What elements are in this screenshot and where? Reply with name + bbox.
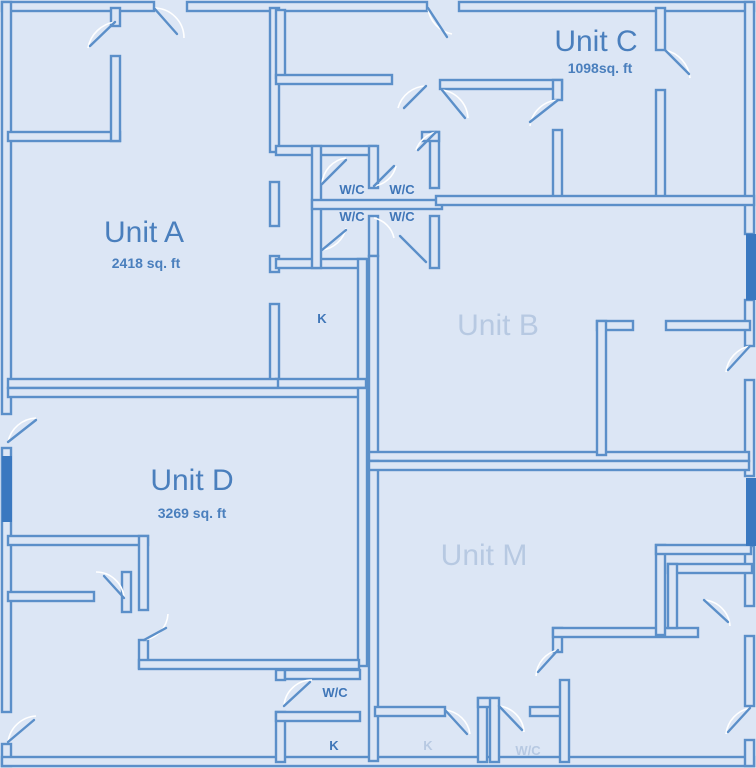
door xyxy=(152,6,185,39)
door xyxy=(282,679,313,708)
door xyxy=(725,706,752,735)
doors xyxy=(6,6,752,744)
unit-b-name: Unit B xyxy=(457,309,539,342)
unit-a-name: Unit A xyxy=(104,216,184,249)
labels: Unit A 2418 sq. ft Unit B Unit C 1098sq.… xyxy=(104,25,638,758)
door xyxy=(528,98,560,127)
door xyxy=(443,708,471,736)
windows xyxy=(2,234,756,546)
door xyxy=(87,20,117,49)
door xyxy=(6,715,37,744)
unit-d-name: Unit D xyxy=(150,464,233,497)
door xyxy=(397,84,428,110)
kitchen-label: K xyxy=(317,311,327,326)
door xyxy=(373,217,428,264)
door xyxy=(6,417,38,444)
wc-label: W/C xyxy=(339,182,365,197)
kitchen-label: K xyxy=(329,738,339,753)
door xyxy=(497,704,525,733)
unit-a-area: 2418 sq. ft xyxy=(112,255,181,271)
wc-label: W/C xyxy=(389,209,415,224)
door xyxy=(372,164,397,188)
door xyxy=(535,648,560,677)
unit-c-name: Unit C xyxy=(554,25,637,58)
door xyxy=(663,48,691,79)
door xyxy=(95,571,126,600)
door xyxy=(320,157,348,186)
unit-c-area: 1098sq. ft xyxy=(568,60,633,76)
wc-label: W/C xyxy=(339,209,365,224)
door xyxy=(440,88,469,120)
door xyxy=(426,6,453,39)
unit-m-name: Unit M xyxy=(441,539,528,572)
wc-label: W/C xyxy=(389,182,415,197)
door xyxy=(415,130,438,152)
kitchen-label: K xyxy=(423,738,433,753)
door xyxy=(320,227,348,252)
wc-label: W/C xyxy=(322,685,348,700)
wc-label: W/C xyxy=(515,743,541,758)
unit-d-area: 3269 sq. ft xyxy=(158,505,227,521)
door xyxy=(725,344,752,373)
door xyxy=(142,613,169,642)
door xyxy=(702,598,731,627)
